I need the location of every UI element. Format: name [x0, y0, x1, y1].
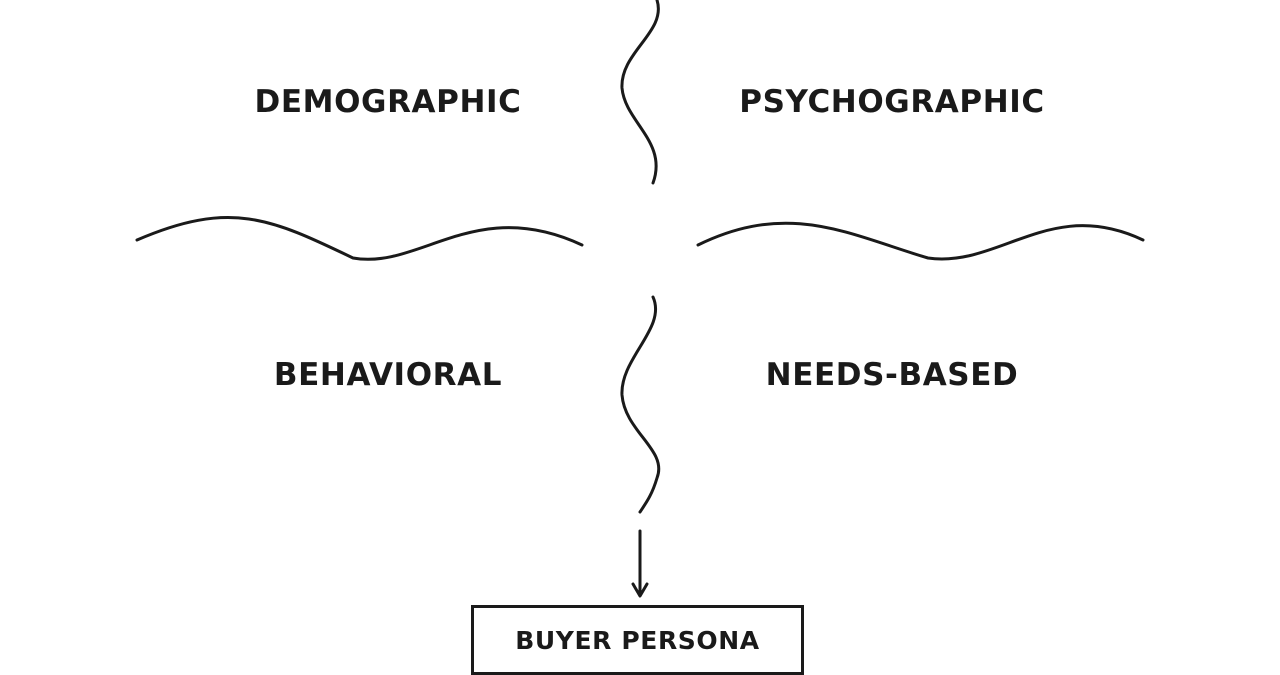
right-horizontal-divider: [696, 221, 1145, 261]
quadrant-needs-based: NEEDS-BASED: [765, 357, 1019, 393]
buyer-persona-box: BUYER PERSONA: [471, 605, 804, 675]
arrow-head-icon: [631, 582, 649, 598]
left-horizontal-divider: [135, 216, 584, 261]
bottom-vertical-divider: [620, 295, 661, 514]
buyer-persona-label: BUYER PERSONA: [515, 626, 760, 655]
quadrant-demographic: DEMOGRAPHIC: [254, 84, 522, 120]
quadrant-behavioral: BEHAVIORAL: [273, 357, 503, 393]
top-vertical-divider: [620, 0, 660, 185]
quadrant-psychographic: PSYCHOGRAPHIC: [739, 84, 1045, 120]
